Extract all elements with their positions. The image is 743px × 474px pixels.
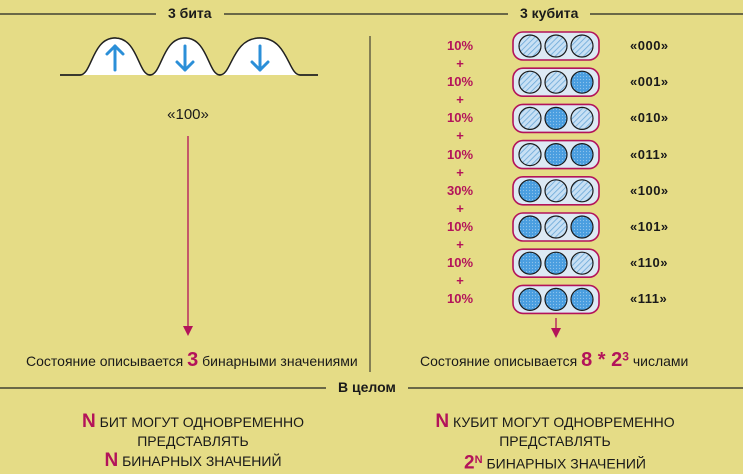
left-pointer-arrow xyxy=(183,136,193,336)
bottom-left-line1: БИТ МОГУТ ОДНОВРЕМЕННО ПРЕДСТАВЛЯТЬ xyxy=(99,414,304,449)
probability-label: 10% xyxy=(446,74,474,90)
bottom-right-line2: БИНАРНЫХ ЗНАЧЕНИЙ xyxy=(486,455,646,472)
bottom-title: В целом xyxy=(326,379,408,395)
bits-bump-fill xyxy=(80,38,300,75)
right-state-text: Состояние описывается 8 * 23 числами xyxy=(420,349,688,372)
qubit-one xyxy=(544,143,568,167)
bottom-left-n2: N xyxy=(104,450,119,471)
right-state-number: 8 * 2 xyxy=(581,349,623,371)
plus-sign: + xyxy=(456,92,464,108)
bottom-left-n: N xyxy=(82,411,96,432)
probability-label: 10% xyxy=(446,38,474,53)
state-code: «111» xyxy=(630,291,668,307)
qubit-one xyxy=(544,287,568,311)
state-code: «100» xyxy=(630,182,669,198)
state-code: «011» xyxy=(630,146,668,162)
qubit-zero xyxy=(544,34,568,58)
qubit-one xyxy=(518,251,542,275)
left-state-number: 3 xyxy=(187,349,199,371)
right-state-prefix: Состояние описывается xyxy=(420,353,578,369)
qubit-zero xyxy=(570,179,594,203)
qubit-one xyxy=(518,215,542,239)
qubit-zero xyxy=(544,215,568,239)
probability-label: 10% xyxy=(446,255,474,271)
bottom-right-base: 2 xyxy=(464,452,475,474)
qubit-zero xyxy=(518,34,542,58)
right-panel-title: 3 кубита xyxy=(508,5,591,21)
qubit-one xyxy=(544,106,568,131)
qubit-one xyxy=(570,287,594,311)
qubit-zero xyxy=(518,143,542,167)
qubit-one xyxy=(518,287,542,311)
qubit-zero xyxy=(544,70,568,94)
qubit-one xyxy=(570,70,594,94)
plus-sign: + xyxy=(456,200,464,216)
plus-sign: + xyxy=(456,237,464,252)
up-arrow-icon xyxy=(105,44,125,72)
probability-label: 10% xyxy=(446,291,474,307)
probability-label: 10% xyxy=(446,110,474,126)
bottom-left-summary: N БИТ МОГУТ ОДНОВРЕМЕННО ПРЕДСТАВЛЯТЬ N … xyxy=(28,412,358,471)
bottom-right-n: N xyxy=(435,411,450,432)
qubit-rows xyxy=(512,31,600,315)
left-state-text: Состояние описывается 3 бинарными значен… xyxy=(26,349,358,372)
qubit-one xyxy=(544,251,568,275)
probability-label: 30% xyxy=(446,182,474,198)
plus-sign: + xyxy=(456,56,464,71)
qubit-one xyxy=(570,143,594,167)
down-arrow-icon xyxy=(175,44,195,72)
qubit-zero xyxy=(518,70,542,94)
state-code: «000» xyxy=(630,38,669,53)
probability-label: 10% xyxy=(446,146,474,162)
qubit-one xyxy=(518,179,542,203)
plus-sign: + xyxy=(456,128,464,144)
plus-sign: + xyxy=(456,164,464,180)
right-pointer-arrow xyxy=(551,318,561,338)
probability-label: 10% xyxy=(446,219,474,234)
bottom-right-exp: N xyxy=(474,454,483,466)
state-code: «110» xyxy=(630,255,668,271)
qubit-zero xyxy=(570,251,594,275)
state-code: «001» xyxy=(630,74,669,90)
bottom-right-line1: КУБИТ МОГУТ ОДНОВРЕМЕННО ПРЕДСТАВЛЯТЬ xyxy=(453,414,675,449)
down-arrow-icon xyxy=(250,44,270,72)
state-code: «101» xyxy=(630,219,669,234)
qubit-zero xyxy=(570,106,594,131)
bottom-right-summary: N КУБИТ МОГУТ ОДНОВРЕМЕННО ПРЕДСТАВЛЯТЬ … xyxy=(385,412,725,474)
state-code: «010» xyxy=(630,110,669,126)
right-state-suffix: числами xyxy=(632,353,689,369)
plus-sign: + xyxy=(456,273,464,289)
qubit-zero xyxy=(544,179,568,203)
bottom-left-line2: БИНАРНЫХ ЗНАЧЕНИЙ xyxy=(122,453,282,469)
qubit-zero xyxy=(518,106,542,131)
left-state-suffix: бинарными значениями xyxy=(202,353,358,369)
left-state-prefix: Состояние описывается xyxy=(26,353,184,369)
right-state-exponent: 3 xyxy=(622,349,629,364)
bit-value-text: «100» xyxy=(167,106,209,123)
bit-value: «100» xyxy=(152,106,224,123)
left-panel-title: 3 бита xyxy=(156,5,224,21)
qubit-one xyxy=(570,215,594,239)
qubit-zero xyxy=(570,34,594,58)
